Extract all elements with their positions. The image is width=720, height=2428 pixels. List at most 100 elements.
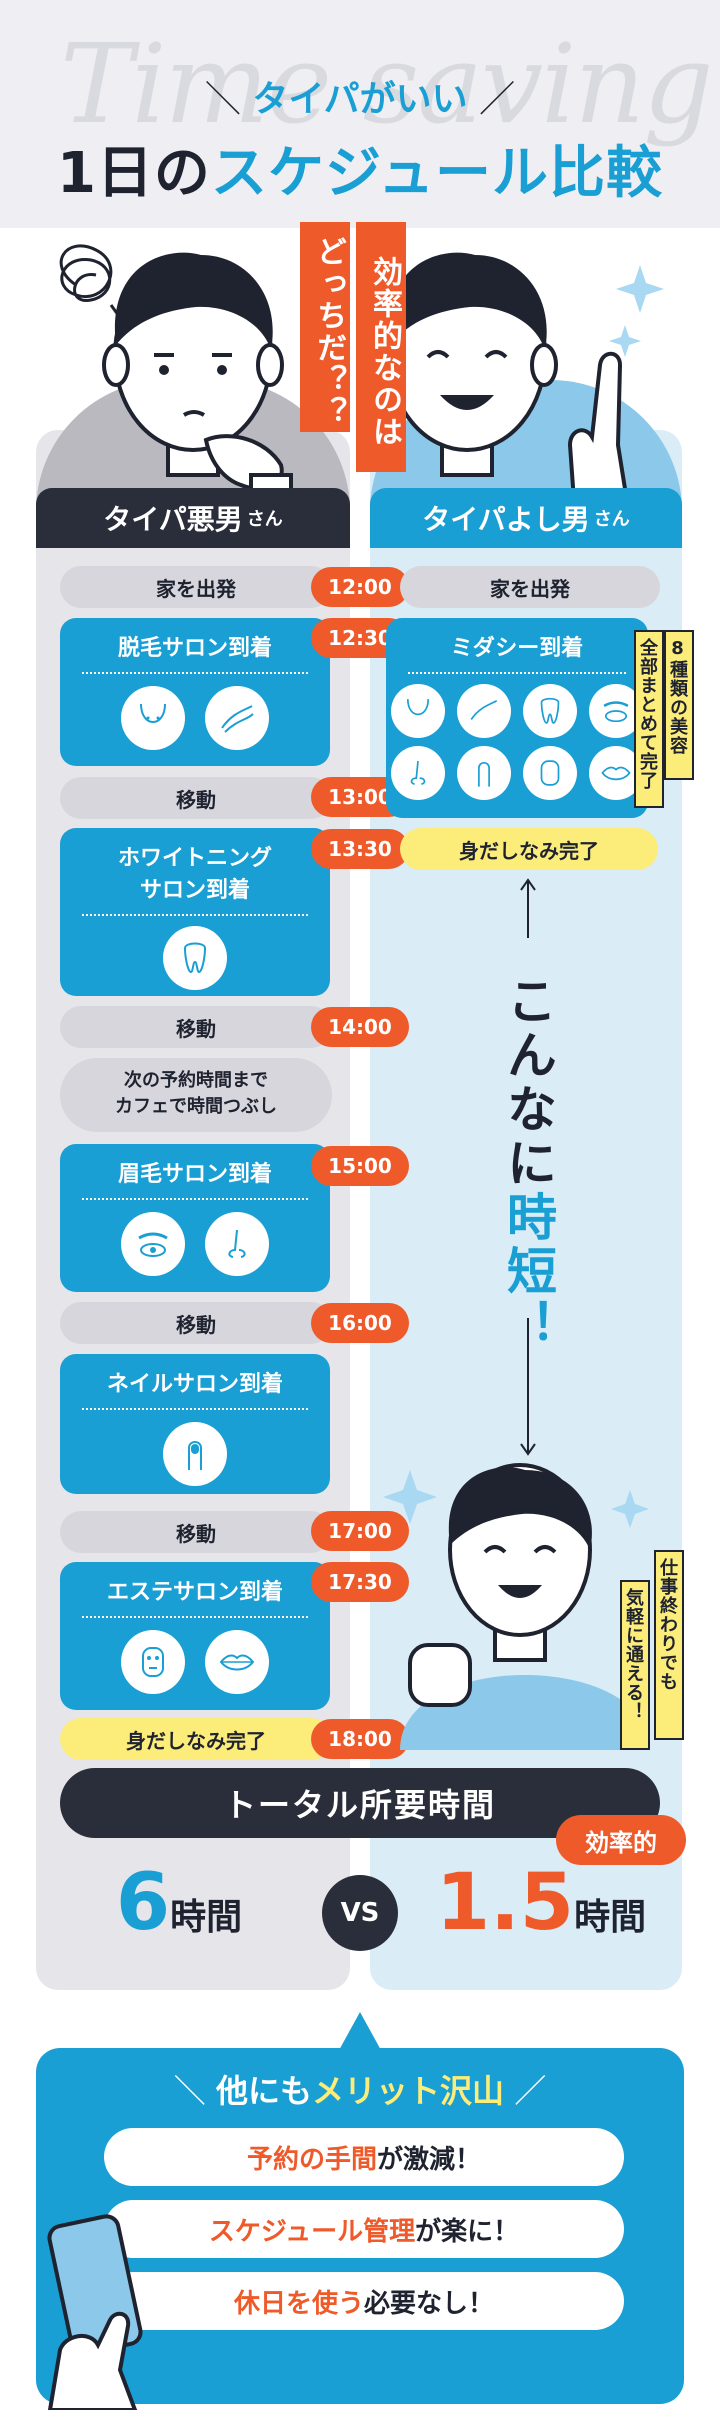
left-move-2: 移動	[60, 1006, 332, 1048]
merit-1-highlight: 予約の手間	[246, 2144, 377, 2175]
tag-all-done: 全部まとめて完了	[634, 630, 664, 808]
time-1730: 17:30	[311, 1562, 409, 1602]
nose-icon	[204, 1212, 269, 1276]
left-done: 身だしなみ完了	[60, 1718, 332, 1760]
time-1600: 16:00	[311, 1303, 409, 1343]
right-leave-home: 家を出発	[400, 566, 660, 608]
merits-title-a: 他にも	[215, 2072, 312, 2110]
divider	[408, 672, 626, 674]
face-mask-icon	[522, 746, 577, 800]
right-column-header: タイパよし男さん	[370, 488, 682, 548]
speech-tail	[338, 2012, 382, 2052]
merit-3-rest: 必要なし！	[364, 2288, 495, 2319]
left-move-1: 移動	[60, 777, 332, 819]
left-card-hair-removal: 脱毛サロン到着	[60, 618, 330, 766]
time-1500: 15:00	[311, 1146, 409, 1186]
merit-2-rest: が楽に！	[415, 2216, 520, 2247]
page-title: 1日のスケジュール比較	[0, 128, 720, 209]
merit-2-highlight: スケジュール管理	[208, 2216, 416, 2247]
lips-icon	[204, 1630, 269, 1694]
left-wait-cafe: 次の予約時間まで カフェで時間つぶし	[60, 1058, 332, 1132]
header-banner: Time saving ＼ タイパがいい ／ 1日のスケジュール比較	[0, 0, 720, 228]
after-work-tag-a: 仕事終わりでも	[654, 1550, 684, 1740]
shorter-callout: こんなに時短！	[488, 975, 568, 1405]
thought-bubble-right: 効率的なのは	[356, 222, 406, 472]
whitening-label-1: ホワイトニング	[117, 846, 272, 871]
left-leave-home: 家を出発	[60, 566, 332, 608]
nose-icon	[391, 746, 446, 800]
midashii-label: ミダシー到着	[450, 636, 584, 661]
merit-3-highlight: 休日を使う	[233, 2288, 364, 2319]
shorter-part-c: ！	[499, 1299, 557, 1353]
left-column-title: タイパ悪男	[103, 503, 243, 536]
arm-icon	[204, 686, 269, 750]
divider	[82, 1616, 308, 1618]
time-1330: 13:30	[311, 829, 409, 869]
divider	[82, 672, 308, 674]
left-card-esthe: エステサロン到着	[60, 1562, 330, 1710]
left-move-4: 移動	[60, 1511, 332, 1553]
merit-item-3: 休日を使う必要なし！	[104, 2272, 624, 2330]
face-outline-icon	[391, 684, 446, 738]
nail-icon	[163, 1422, 227, 1486]
merit-1-rest: が激減！	[377, 2144, 482, 2175]
hair-removal-label: 脱毛サロン到着	[117, 636, 272, 661]
merits-title-b: メリット沢山	[312, 2072, 505, 2110]
brow-label: 眉毛サロン到着	[117, 1162, 272, 1187]
time-1200: 12:00	[311, 567, 409, 607]
left-column-suffix: さん	[246, 509, 283, 530]
lips-icon	[588, 746, 643, 800]
merits-title: ＼ 他にもメリット沢山 ／	[173, 2072, 547, 2110]
tooth-icon	[163, 926, 227, 990]
nail-icon	[457, 746, 512, 800]
esthe-label: エステサロン到着	[106, 1580, 283, 1605]
script-decoration: Time saving	[60, 20, 714, 148]
left-total-unit: 時間	[170, 1897, 243, 1938]
merit-item-1: 予約の手間が激減！	[104, 2128, 624, 2186]
arm-icon	[457, 684, 512, 738]
time-1800: 18:00	[311, 1719, 409, 1759]
eyebrow-icon	[121, 1212, 186, 1276]
divider	[82, 1198, 308, 1200]
title-line1: ＼ タイパがいい ／	[204, 79, 516, 120]
right-total-number: 1.5	[435, 1858, 575, 1948]
left-card-brow: 眉毛サロン到着	[60, 1144, 330, 1292]
right-card-midashii: ミダシー到着	[386, 618, 648, 818]
left-column-header: タイパ悪男さん	[36, 488, 350, 548]
time-1300: 13:00	[311, 777, 409, 817]
shorter-part-b: 時短	[499, 1191, 557, 1299]
nail-label: ネイルサロン到着	[106, 1372, 283, 1397]
left-total: 6時間	[36, 1858, 322, 1948]
wait-label-2: カフェで時間つぶし	[115, 1096, 277, 1117]
right-total-unit: 時間	[574, 1897, 647, 1938]
right-column-suffix: さん	[593, 509, 630, 530]
title-highlight: タイパがいい	[252, 79, 468, 120]
title-part-a: 1日の	[56, 141, 211, 206]
left-move-3: 移動	[60, 1302, 332, 1344]
thought-bubble-left: どっちだ？？	[300, 222, 350, 432]
divider	[82, 914, 308, 916]
shorter-part-a: こんなに	[499, 975, 557, 1191]
left-card-nail: ネイルサロン到着	[60, 1354, 330, 1494]
time-span-arrow	[520, 878, 536, 1456]
right-column-title: タイパよし男	[422, 503, 590, 536]
left-card-whitening: ホワイトニング サロン到着	[60, 828, 330, 996]
tag-eight-types: 8種類の美容	[664, 630, 694, 780]
right-done: 身だしなみ完了	[400, 828, 658, 870]
relaxed-man-illustration	[383, 1463, 650, 1750]
left-total-number: 6	[115, 1858, 171, 1948]
time-1400: 14:00	[311, 1007, 409, 1047]
efficient-badge: 効率的	[556, 1815, 686, 1865]
time-1700: 17:00	[311, 1511, 409, 1551]
title-part-b: スケジュール比較	[210, 141, 664, 206]
eyebrow-icon	[588, 684, 643, 738]
whitening-label-2: サロン到着	[139, 878, 250, 903]
face-mask-icon	[121, 1630, 186, 1694]
smartphone-hand-icon	[47, 2214, 143, 2410]
vs-badge: VS	[322, 1875, 398, 1951]
after-work-tag-b: 気軽に通える！	[620, 1580, 650, 1750]
tooth-icon	[522, 684, 577, 738]
wait-label-1: 次の予約時間まで	[124, 1070, 268, 1091]
divider	[82, 1408, 308, 1410]
merit-item-2: スケジュール管理が楽に！	[104, 2200, 624, 2258]
